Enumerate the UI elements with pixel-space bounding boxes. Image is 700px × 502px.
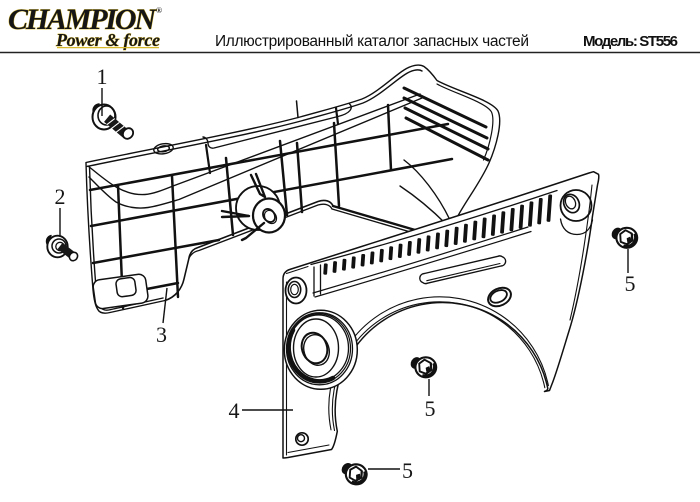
svg-text:CHAMPION: CHAMPION xyxy=(8,3,157,36)
svg-text:®: ® xyxy=(156,6,162,15)
svg-text:1: 1 xyxy=(97,64,108,89)
svg-text:Power & force: Power & force xyxy=(55,30,160,50)
svg-text:4: 4 xyxy=(229,398,240,423)
svg-text:Модель: ST556: Модель: ST556 xyxy=(583,33,678,50)
svg-text:3: 3 xyxy=(156,322,167,347)
svg-text:5: 5 xyxy=(402,458,413,483)
svg-text:2: 2 xyxy=(55,184,66,209)
svg-text:5: 5 xyxy=(625,271,636,296)
svg-text:5: 5 xyxy=(425,396,436,421)
svg-text:Иллюстрированный каталог запас: Иллюстрированный каталог запасных частей xyxy=(215,33,529,50)
